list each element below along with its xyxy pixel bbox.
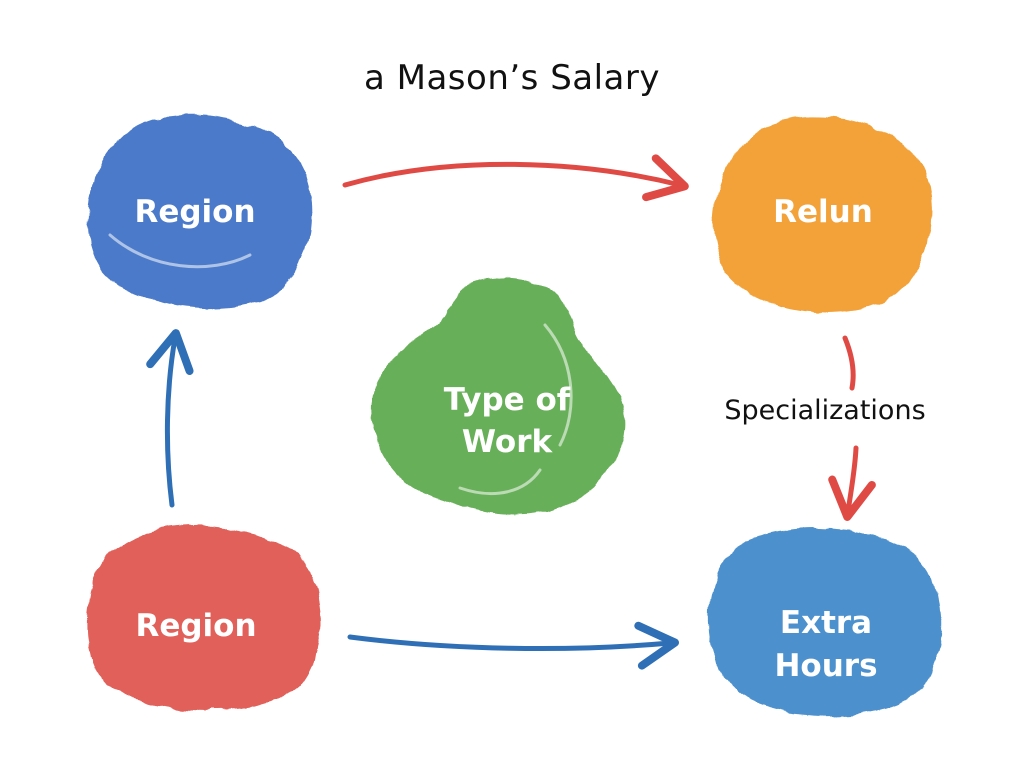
node-label: Relun	[773, 194, 873, 230]
arrow-right-lower	[828, 445, 876, 521]
node-label: Region	[134, 194, 255, 230]
node-region-top-left: Region	[86, 114, 312, 309]
node-label: Region	[135, 608, 256, 644]
node-label-line-2: Hours	[774, 648, 877, 684]
arrow-right-upper	[842, 335, 856, 391]
diagram-title: a Mason’s Salary	[363, 58, 660, 98]
node-region-bottom-left: Region	[87, 524, 322, 710]
arrow-bottom	[347, 621, 679, 670]
node-label-line-1: Type of	[444, 382, 571, 418]
node-extra-hours: Extra Hours	[709, 528, 942, 717]
arrow-left	[146, 329, 194, 508]
arrow-top	[342, 154, 689, 202]
edge-label-specializations: Specializations	[724, 395, 926, 426]
node-label-line-1: Extra	[780, 605, 872, 641]
node-label-line-2: Work	[462, 424, 554, 460]
node-relun: Relun	[713, 116, 933, 313]
node-type-of-work: Type of Work	[371, 278, 625, 515]
